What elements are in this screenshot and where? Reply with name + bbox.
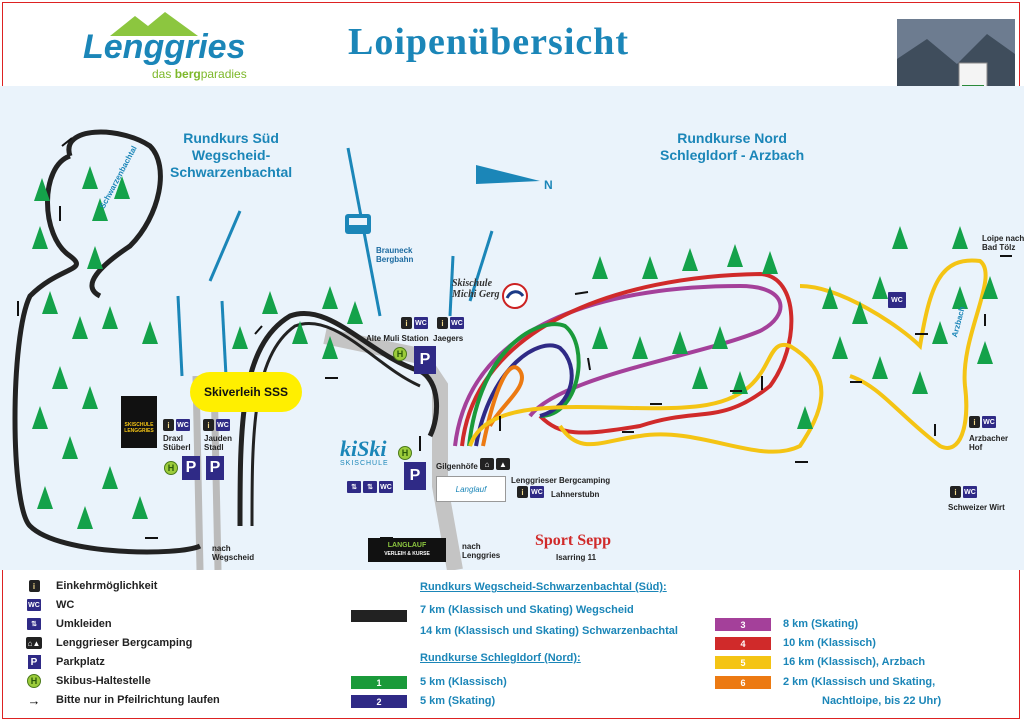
legend-item-arrow: →Bitte nur in Pfeilrichtung laufen: [27, 692, 220, 708]
parking-icon: P: [206, 456, 224, 480]
jauden-label: Jauden Stadl: [204, 434, 233, 452]
wc-icon: WC: [26, 598, 42, 612]
route-swatch-4: 4: [715, 637, 771, 650]
bus-stop-icon: H: [393, 344, 407, 362]
arrow-right-icon: →: [27, 692, 41, 708]
wc-icon: WC: [963, 486, 977, 498]
legend-south-line1: 7 km (Klassisch und Skating) Wegscheid: [420, 604, 634, 616]
route-text-3: 8 km (Skating): [783, 618, 859, 630]
alte-muli-label: Alte Muli Station: [366, 334, 429, 343]
route-text-2: 5 km (Skating): [420, 695, 496, 707]
schweizer-wirt-label: Schweizer Wirt: [948, 503, 1005, 512]
sport-sepp-address: Isarring 11: [556, 553, 597, 562]
info-icon: i: [401, 317, 412, 329]
route-text-6-extra: Nachtloipe, bis 22 Uhr): [822, 695, 942, 707]
route-text-5: 16 km (Klassisch), Arzbach: [783, 656, 926, 668]
parking-icon: P: [26, 655, 42, 669]
bergcamping-label: Lenggrieser Bergcamping: [511, 476, 611, 485]
wc-icon: WC: [530, 486, 544, 498]
nach-wegscheid-label: nach Wegscheid: [212, 544, 255, 562]
legend-item-camping: ⌂▲Lenggrieser Bergcamping: [26, 637, 193, 649]
wc-icon: WC: [379, 481, 393, 493]
info-icon: i: [163, 419, 174, 431]
info-icon: i: [203, 419, 214, 431]
wc-icon: WC: [450, 317, 464, 329]
langlauf-sign: Langlauf: [436, 476, 506, 502]
sport-sepp-label: Sport Sepp: [535, 532, 612, 549]
logo-tagline: das bergparadies: [152, 67, 247, 81]
arzbacher-hof-label: Arzbacher Hof: [969, 434, 1009, 452]
bus-stop-icon: H: [164, 458, 178, 476]
wc-icon: WC: [176, 419, 190, 431]
parking-icon: P: [404, 462, 426, 490]
page-title: Loipenübersicht: [348, 21, 630, 63]
region-south-label: Rundkurs Süd Wegscheid- Schwarzenbachtal: [170, 130, 293, 180]
changing-room-icon: ⇅: [363, 481, 377, 493]
skiverleih-sss-label: Skiverleih SSS: [190, 372, 302, 412]
legend-south-line2: 14 km (Klassisch und Skating) Schwarzenb…: [420, 625, 678, 637]
route-swatch-1: 1: [351, 676, 407, 689]
loipe-badtoelz-label: Loipe nach Bad Tölz: [982, 234, 1024, 252]
route-swatch-2: 2: [351, 695, 407, 708]
route-swatch-5: 5: [715, 656, 771, 669]
north-marker-label: N: [544, 178, 553, 192]
legend-south-heading: Rundkurs Wegscheid-Schwarzenbachtal (Süd…: [420, 581, 667, 593]
logo-mountain-icon: [110, 12, 198, 36]
info-icon: i: [437, 317, 448, 329]
skischule-lenggries-logo: SKISCHULE LENGGRIES: [121, 396, 157, 448]
info-icon: i: [26, 579, 42, 593]
jaegers-label: Jaegers: [433, 334, 464, 343]
logo-name: Lenggries: [83, 28, 246, 66]
lahnerstubn-label: Lahnerstubn: [551, 490, 600, 499]
info-icon: i: [950, 486, 961, 498]
route-text-6: 2 km (Klassisch und Skating,: [783, 676, 936, 688]
parking-icon: P: [182, 456, 200, 480]
info-icon: i: [969, 416, 980, 428]
camping-icon: ⌂▲: [26, 637, 42, 649]
bus-stop-icon: H: [26, 674, 42, 688]
route-swatch-3: 3: [715, 618, 771, 631]
legend-swatch-black: [351, 610, 407, 622]
wc-icon: WC: [888, 292, 906, 308]
kiski-logo: kiSki SKISCHULE: [340, 436, 389, 468]
trail-map: Rundkurs Süd Wegscheid- Schwarzenbachtal…: [0, 86, 1024, 570]
parking-icon: P: [414, 346, 436, 374]
kiski-amenities: ⇅⇅WC: [347, 481, 393, 493]
info-icon: i: [517, 486, 528, 498]
bus-stop-icon: H: [398, 443, 412, 461]
skischule-michi-logo-icon: [502, 283, 528, 309]
gilgenhoefe-label: Gilgenhöfe: [436, 462, 478, 471]
legend-north-heading: Rundkurse Schlegldorf (Nord):: [420, 652, 581, 664]
route-text-1: 5 km (Klassisch): [420, 676, 507, 688]
trail-map-graphic: [12, 129, 1012, 570]
camping-icon: ⌂▲: [480, 458, 510, 470]
wc-icon: WC: [414, 317, 428, 329]
changing-room-icon: ⇅: [347, 481, 361, 493]
region-north-label: Rundkurse Nord Schlegldorf - Arzbach: [660, 130, 805, 163]
changing-room-icon: ⇅: [26, 617, 42, 631]
nach-lenggries-label: nach Lenggries: [462, 542, 501, 560]
wc-icon: WC: [982, 416, 996, 428]
route-swatch-6: 6: [715, 676, 771, 689]
route-text-4: 10 km (Klassisch): [783, 637, 876, 649]
wc-icon: WC: [216, 419, 230, 431]
legend-item-umkleiden: ⇅Umkleiden: [26, 616, 112, 632]
skischule-michi-label: Skischule Michi Gerg: [452, 278, 500, 300]
brauneck-label: Brauneck Bergbahn: [376, 246, 414, 264]
draxl-label: Draxl Stüberl: [163, 434, 191, 452]
